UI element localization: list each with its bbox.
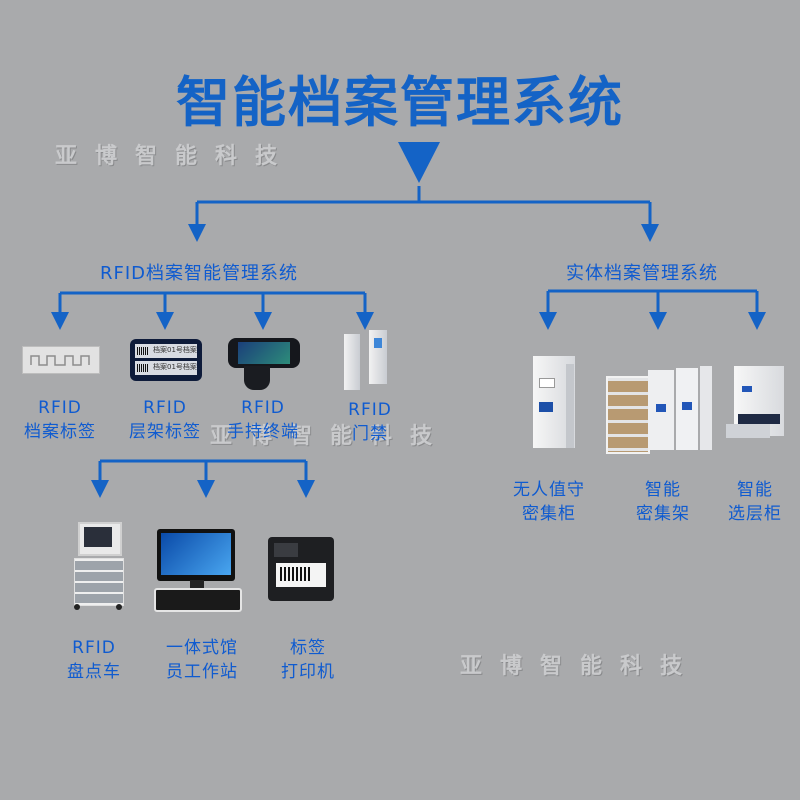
- watermark-top: 亚博智能科技: [55, 143, 296, 169]
- item-unmanned-cabinet-label: 无人值守 密集柜: [494, 478, 604, 526]
- item-unmanned-cabinet-line2: 密集柜: [522, 504, 576, 524]
- item-inventory-cart-line1: RFID: [72, 638, 116, 658]
- handheld-grip-image: [244, 366, 270, 390]
- item-workstation-line1: 一体式馆: [166, 638, 238, 658]
- item-archive-tag-line1: RFID: [38, 398, 82, 418]
- item-gate-label: RFID 门禁: [318, 398, 422, 446]
- rfid-gate-left-image: [344, 334, 360, 390]
- workstation-monitor-image: [157, 529, 235, 581]
- item-gate-line1: RFID: [348, 400, 392, 420]
- item-unmanned-cabinet-line1: 无人值守: [513, 480, 585, 500]
- item-archive-tag-line2: 档案标签: [24, 422, 96, 442]
- watermark-middle: 亚博智能科技: [210, 423, 451, 449]
- handheld-terminal-image: [228, 338, 300, 368]
- smart-shelving-image: [606, 366, 712, 454]
- item-handheld-line2: 手持终端: [227, 422, 299, 442]
- item-inventory-cart-line2: 盘点车: [67, 662, 121, 682]
- workstation-base-image: [154, 588, 242, 612]
- page-title: 智能档案管理系统: [176, 71, 624, 134]
- item-inventory-cart-label: RFID 盘点车: [42, 636, 146, 684]
- rfid-gate-right-image: [369, 330, 387, 384]
- item-smart-shelving-line2: 密集架: [636, 504, 690, 524]
- item-archive-tag-label: RFID 档案标签: [8, 396, 112, 444]
- item-layer-cabinet-line2: 选层柜: [728, 504, 782, 524]
- item-smart-shelving-label: 智能 密集架: [608, 478, 718, 526]
- shelf-label-image: 档案01号档案 档案01号档案: [130, 339, 202, 381]
- shelf-label-text-2: 档案01号档案: [153, 363, 197, 371]
- rfid-archive-tag-image: [22, 346, 100, 374]
- layer-cabinet-tray-image: [726, 424, 770, 438]
- item-layer-cabinet-label: 智能 选层柜: [710, 478, 800, 526]
- shelf-label-text: 档案01号档案: [153, 346, 197, 354]
- item-gate-line2: 门禁: [352, 424, 388, 444]
- item-handheld-line1: RFID: [241, 398, 285, 418]
- item-handheld-label: RFID 手持终端: [211, 396, 315, 444]
- item-label-printer-line2: 打印机: [281, 662, 335, 682]
- item-shelf-label-line1: RFID: [143, 398, 187, 418]
- item-layer-cabinet-line1: 智能: [737, 480, 773, 500]
- item-label-printer-line1: 标签: [290, 638, 326, 658]
- item-workstation-line2: 员工作站: [166, 662, 238, 682]
- item-workstation-label: 一体式馆 员工作站: [142, 636, 262, 684]
- label-printer-image: [268, 537, 334, 601]
- item-shelf-label-line2: 层架标签: [129, 422, 201, 442]
- item-shelf-label-label: RFID 层架标签: [113, 396, 217, 444]
- unmanned-cabinet-side-image: [566, 364, 574, 448]
- branch-rfid-title: RFID档案智能管理系统: [100, 263, 299, 284]
- item-label-printer-label: 标签 打印机: [256, 636, 360, 684]
- branch-physical-title: 实体档案管理系统: [566, 263, 718, 284]
- main-down-arrow: [398, 142, 440, 183]
- item-smart-shelving-line1: 智能: [645, 480, 681, 500]
- workstation-stand-image: [190, 580, 204, 590]
- watermark-bottom: 亚博智能科技: [460, 653, 701, 679]
- inventory-cart-image: [70, 522, 130, 612]
